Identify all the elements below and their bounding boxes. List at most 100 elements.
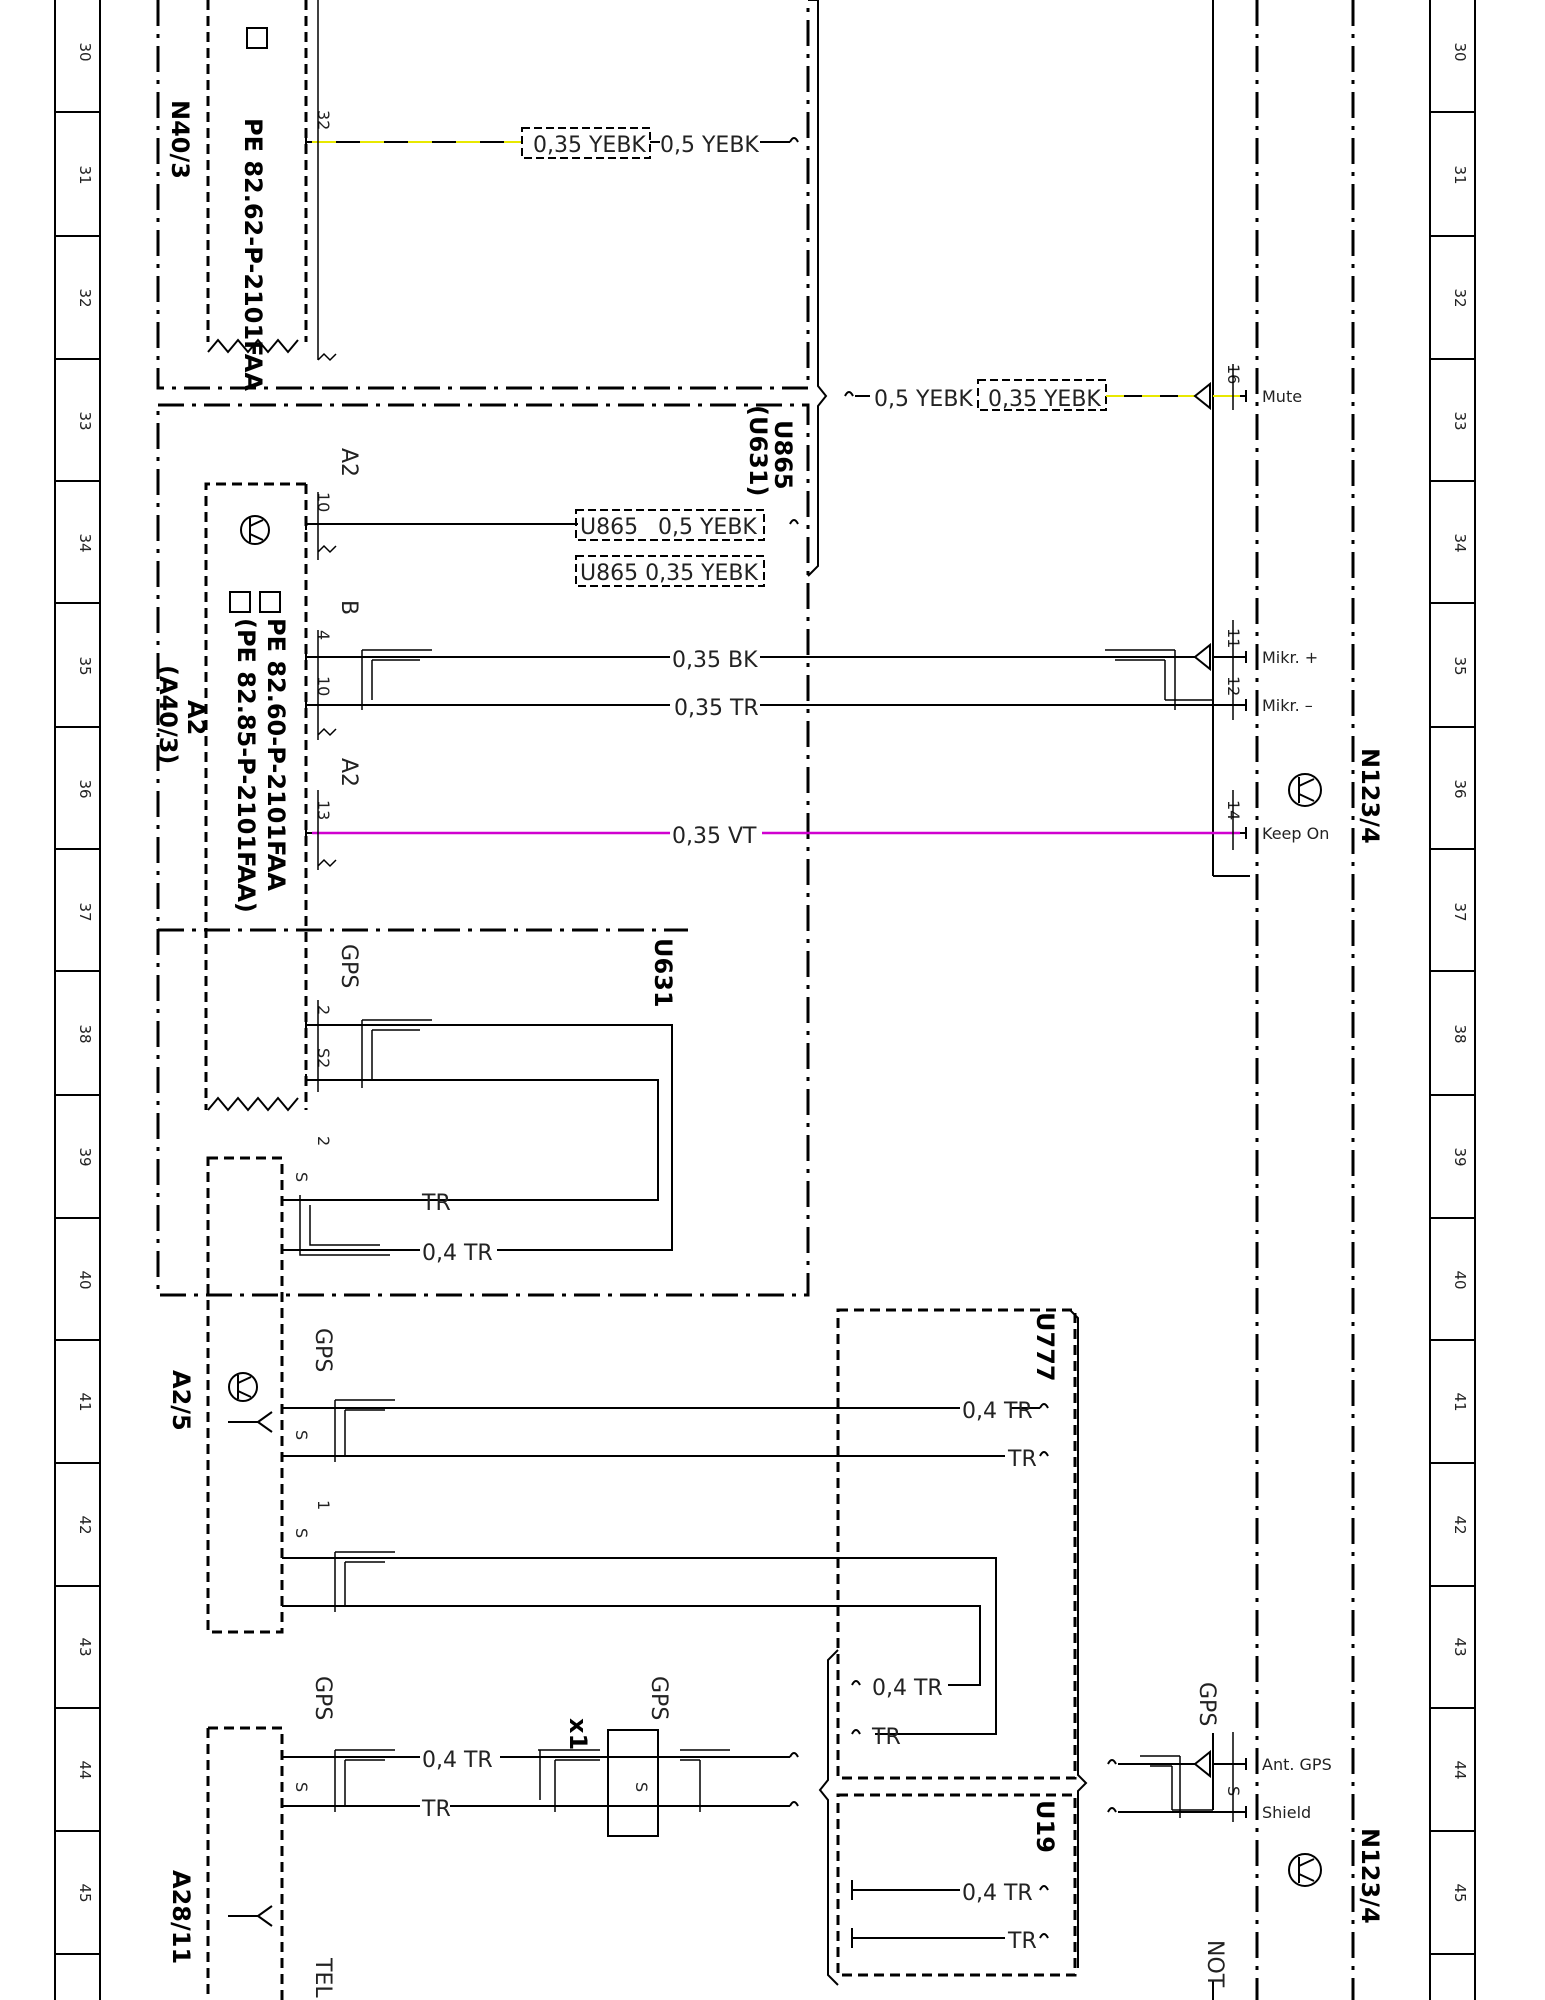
a2-ref1: PE 82.60-P-2101FAA <box>262 618 290 891</box>
u631-label: U631 <box>649 938 677 1008</box>
wire-label: U865 <box>580 515 638 540</box>
u19-box <box>836 1793 1077 1977</box>
u777-brace <box>1069 1309 1088 1968</box>
pin-labels: 32 10 4 10 13 2 S2 2 S S 1 S S S 16 11 1… <box>292 110 1243 1796</box>
wire-label: 0,35 YEBK <box>533 133 646 158</box>
connector-label: GPS <box>646 1676 671 1720</box>
a2-alt-label: (A40/3) <box>154 665 182 764</box>
row-label-left: 44 <box>76 1760 94 1779</box>
row-label-left: 37 <box>76 902 94 921</box>
a28-11-sub: TEL <box>310 1957 335 1998</box>
wire-keep-on: 0,35 VT <box>312 824 1240 849</box>
n123-4-label-top: N123/4 <box>1356 748 1384 844</box>
row-label-right: 43 <box>1451 1637 1469 1656</box>
row-label-right: 34 <box>1451 533 1469 552</box>
n40-3-wavy <box>207 338 299 354</box>
wire-a2-10: U865 0,5 YEBK U865 0,35 YEBK <box>312 509 799 587</box>
row-label-right: 40 <box>1451 1270 1469 1289</box>
connector-wavy-marks <box>317 0 1234 1822</box>
n123-4-sub: NOT <box>1202 1940 1227 1988</box>
wire-label: 0,35 VT <box>672 824 757 849</box>
wire-label: TR <box>421 1797 451 1822</box>
wire-mikr-pair: 0,35 BK 0,35 TR <box>312 642 1240 721</box>
row-label-right: 32 <box>1451 288 1469 307</box>
wire-a25-u777-2: 0,4 TR TR <box>282 1551 997 1750</box>
hand-pointer-icon <box>259 591 281 613</box>
row-label-right: 44 <box>1451 1760 1469 1779</box>
harness-box-u865 <box>156 403 810 1297</box>
a28-11-label: A28/11 <box>167 1870 195 1964</box>
connector-label: GPS <box>310 1328 335 1372</box>
row-label-right: 30 <box>1451 42 1469 61</box>
pin-terminals <box>305 136 1247 1818</box>
transistor-icon <box>240 515 270 545</box>
row-label-left: 41 <box>76 1392 94 1411</box>
left-row-ruler <box>54 0 101 2000</box>
wire-label: 0,5 YEBK <box>660 133 759 158</box>
pin-name-ant-gps: Ant. GPS <box>1262 1755 1332 1774</box>
pin-label: S <box>292 1172 311 1182</box>
row-label-left: 31 <box>76 165 94 184</box>
row-label-right: 38 <box>1451 1024 1469 1043</box>
wire-u19: 0,4 TR TR <box>851 1880 1049 1954</box>
pin-name-mikr-minus: Mikr. – <box>1262 696 1313 715</box>
row-label-left: 42 <box>76 1515 94 1534</box>
pin-label: 2 <box>314 1005 333 1015</box>
connector-label: x1 <box>564 1718 592 1750</box>
pin-label: 32 <box>314 110 333 130</box>
u777-label: U777 <box>1031 1312 1059 1382</box>
row-label-right: 33 <box>1451 411 1469 430</box>
row-label-right: 37 <box>1451 902 1469 921</box>
row-label-left: 32 <box>76 288 94 307</box>
pin-name-shield: Shield <box>1262 1803 1311 1822</box>
pin-label: 13 <box>314 800 333 820</box>
pin-name-mikr-plus: Mikr. + <box>1262 648 1318 667</box>
transistor-icon <box>1288 773 1322 807</box>
pin-label: 1 <box>314 1500 333 1510</box>
row-label-right: 35 <box>1451 656 1469 675</box>
row-label-right: 41 <box>1451 1392 1469 1411</box>
a2-ref2: (PE 82.85-P-2101FAA) <box>232 618 260 913</box>
row-label-right: 42 <box>1451 1515 1469 1534</box>
wire-label: 0,4 TR <box>422 1241 493 1266</box>
antenna-icon <box>228 1411 273 1433</box>
wire-label: TR <box>871 1725 901 1750</box>
wire-a25-u777: 0,4 TR TR <box>282 1399 1049 1472</box>
row-label-left: 39 <box>76 1147 94 1166</box>
row-label-right: 39 <box>1451 1147 1469 1166</box>
pin-label: 2 <box>314 1136 333 1146</box>
n40-3-ref: PE 82.62-P-2101FAA <box>239 118 267 391</box>
pin-label: 10 <box>314 676 333 696</box>
wire-label: 0,4 TR <box>962 1399 1033 1424</box>
wire-a28-x1: 0,4 TR TR <box>282 1729 799 1837</box>
wire-label: 0,5 YEBK <box>658 515 757 540</box>
wire-label: U865 0,35 YEBK <box>580 561 758 586</box>
row-label-right: 36 <box>1451 779 1469 798</box>
row-label-left: 33 <box>76 411 94 430</box>
u19-label: U19 <box>1031 1800 1059 1853</box>
pin-label: S2 <box>314 1048 333 1068</box>
a2-5-box <box>206 1156 284 1634</box>
n40-3-label: N40/3 <box>166 100 194 179</box>
connector-label: GPS <box>1194 1682 1219 1726</box>
wire-gps-loop: TR 0,4 TR <box>282 1019 673 1266</box>
transistor-icon <box>228 1372 258 1402</box>
row-label-right: 31 <box>1451 165 1469 184</box>
wire-label: 0,4 TR <box>422 1748 493 1773</box>
row-label-left: 30 <box>76 42 94 61</box>
n123-pin-names: Mute Mikr. + Mikr. – Keep On Ant. GPS Sh… <box>1262 387 1332 1822</box>
row-label-left: 36 <box>76 779 94 798</box>
harness-box-top <box>156 0 810 390</box>
right-row-ruler <box>1429 0 1476 2000</box>
wire-label: TR <box>1007 1929 1037 1954</box>
u865-label: U865 <box>769 420 797 490</box>
connector-label: A2 <box>336 448 361 477</box>
component-labels: N40/3 PE 82.62-P-2101FAA A2 (A40/3) PE 8… <box>154 100 1384 1998</box>
a2-box <box>204 482 308 1110</box>
connector-label: B <box>336 600 361 615</box>
n40-3-box <box>206 0 308 342</box>
row-label-left: 45 <box>76 1883 94 1902</box>
hand-pointer-icon <box>246 27 268 49</box>
n123-4-label-bottom: N123/4 <box>1356 1828 1384 1924</box>
